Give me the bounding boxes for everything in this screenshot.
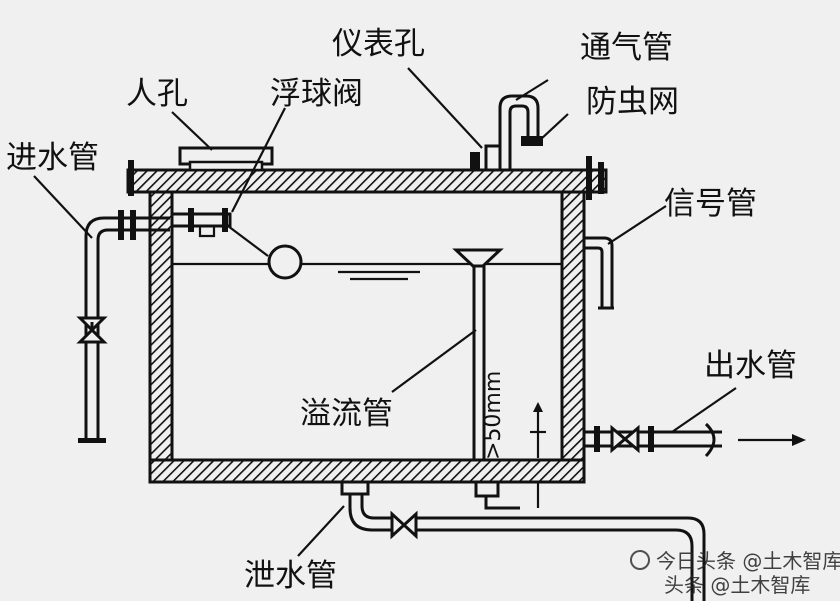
dimension-marker <box>530 402 546 508</box>
watermark-logo-icon <box>630 550 650 570</box>
drain-valve <box>390 510 418 540</box>
label-manhole: 人孔 <box>126 76 188 112</box>
tank-right-wall <box>560 190 586 484</box>
right-flange <box>128 156 604 200</box>
tank-roof <box>126 168 608 194</box>
label-float-valve: 浮球阀 <box>270 76 363 112</box>
tank-floor <box>148 458 586 484</box>
label-overflow-pipe: 溢流管 <box>300 396 393 432</box>
instrument-hole-fitting <box>470 144 502 172</box>
outlet-valve <box>610 424 640 454</box>
watermark: 今日头条 @土木智库 头条 @土木智库 <box>630 549 840 597</box>
drain-pipe <box>340 480 706 601</box>
label-vent-pipe: 通气管 <box>580 30 673 66</box>
manhole-cover <box>178 146 274 172</box>
flow-arrow <box>792 434 806 446</box>
label-dimension: >50mm <box>481 371 506 460</box>
signal-pipe <box>584 236 614 310</box>
outlet-pipe <box>584 422 806 458</box>
label-insect-screen: 防虫网 <box>586 84 679 120</box>
label-instrument-hole: 仪表孔 <box>332 26 425 62</box>
float-ball <box>267 244 303 280</box>
watermark-line1: 今日头条 @土木智库 <box>656 549 840 573</box>
float-valve <box>172 208 303 280</box>
overflow-pipe <box>452 248 520 510</box>
vent-pipe <box>498 94 543 170</box>
label-signal-pipe: 信号管 <box>664 186 757 222</box>
watermark-line2: 头条 @土木智库 <box>664 573 810 597</box>
insect-screen-mesh <box>521 136 543 146</box>
water-level <box>172 262 562 281</box>
leader-lines <box>33 67 737 557</box>
label-inlet-pipe: 进水管 <box>6 140 99 176</box>
tank-inner <box>170 190 564 462</box>
inlet-pipe <box>76 210 170 443</box>
label-drain-pipe: 泄水管 <box>244 558 337 594</box>
tank-left-wall <box>148 190 174 484</box>
label-outlet-pipe: 出水管 <box>704 348 797 384</box>
